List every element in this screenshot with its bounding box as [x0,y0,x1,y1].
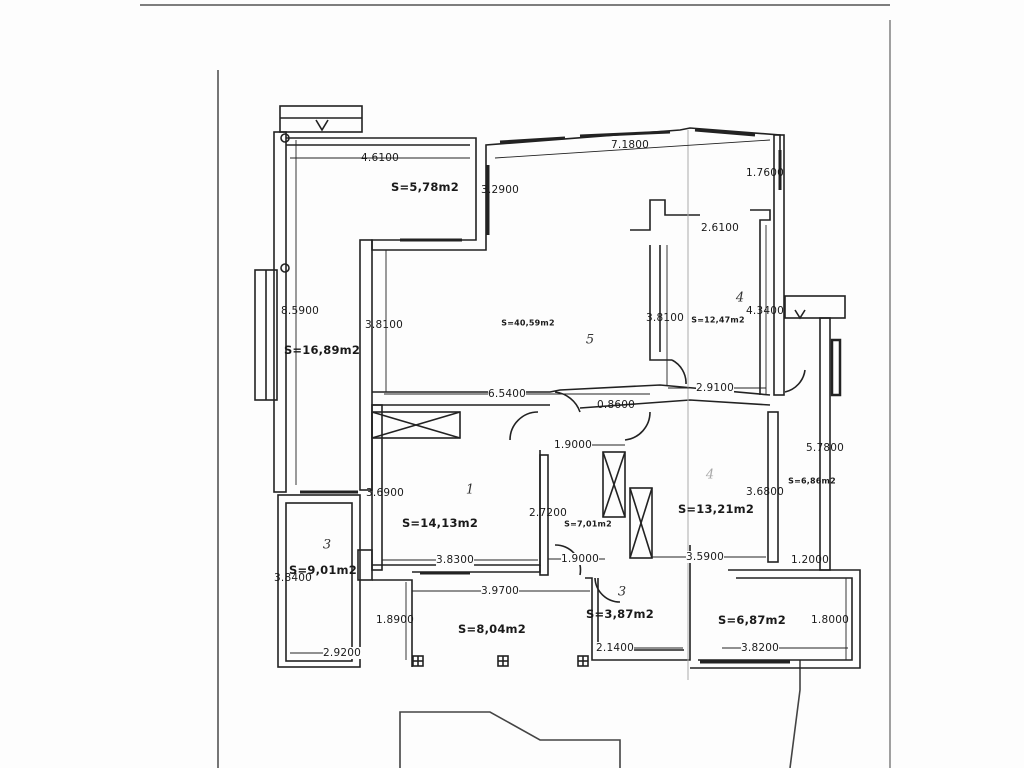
room-area-label: S=40,59m2 [501,318,555,328]
handwritten-mark: 1 [465,482,475,498]
dimension-label: 1.2000 [791,554,829,566]
handwritten-mark: 5 [585,332,595,348]
room-area-label: S=3,87m2 [586,607,654,621]
handwritten-mark: 4 [705,467,715,483]
dimension-label: 2.9100 [696,382,734,394]
room-area-label: S=5,78m2 [391,180,459,194]
handwritten-mark: 3 [322,537,332,553]
dimension-label: 3.8300 [436,554,474,566]
dimension-label: 3.8100 [646,312,684,324]
dimension-label: 1.7600 [746,167,784,179]
room-area-label: S=6,87m2 [718,613,786,627]
dimension-label: 2.9200 [323,647,361,659]
dimension-label: 6.5400 [488,388,526,400]
room-area-label: S=13,21m2 [677,502,755,516]
dimension-label: 1.9000 [561,553,599,565]
room-area-label: S=16,89m2 [283,343,361,357]
balcony-top [279,105,363,133]
dimension-label: 3.6900 [366,487,404,499]
dimension-label: 3.6800 [746,486,784,498]
room-area-label: S=6,86m2 [788,476,836,486]
dimension-label: 3.2900 [481,184,519,196]
dimension-label: 1.8000 [811,614,849,626]
dimension-label: 3.8100 [365,319,403,331]
room-area-label: S=9,01m2 [289,563,357,577]
dimension-label: 4.3400 [746,305,784,317]
dimension-label: 0.8600 [597,399,635,411]
dimension-label: 8.5900 [281,305,319,317]
dimension-label: 3.8200 [741,642,779,654]
handwritten-mark: 3 [617,584,627,600]
dimension-label: 1.8900 [376,614,414,626]
room-area-label: S=12,47m2 [691,315,745,325]
dimension-label: 2.1400 [596,642,634,654]
dimension-label: 3.5900 [686,551,724,563]
room-area-label: S=7,01m2 [564,519,612,529]
dimension-label: 3.9700 [481,585,519,597]
handwritten-mark: 4 [735,290,745,306]
site-outline [399,711,621,768]
dimension-label: 2.6100 [701,222,739,234]
dimension-label: 5.7800 [806,442,844,454]
dimension-label: 2.7200 [529,507,567,519]
room-area-label: S=14,13m2 [401,516,479,530]
dimension-label: 3.8400 [274,572,312,584]
dimension-label: 4.6100 [361,152,399,164]
room-area-label: S=8,04m2 [458,622,526,636]
wall [273,131,287,493]
dimension-label: 7.1800 [611,139,649,151]
dimension-label: 1.9000 [554,439,592,451]
